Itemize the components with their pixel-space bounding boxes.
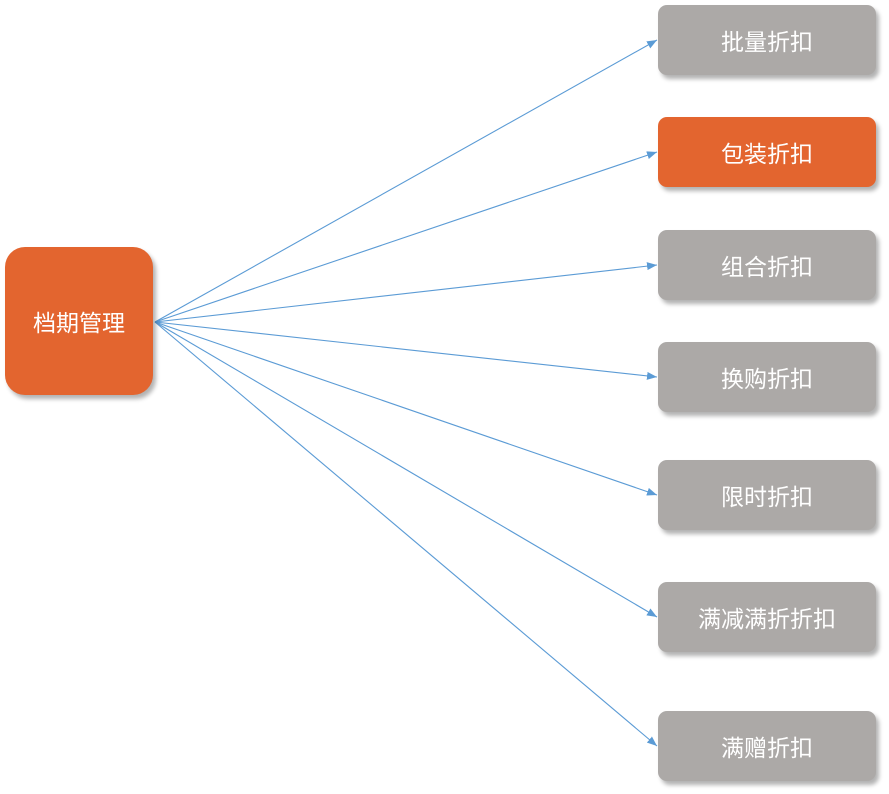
connector-arrow <box>154 151 658 323</box>
child-node-gift-discount[interactable]: 满赠折扣 <box>658 711 876 781</box>
node-label: 组合折扣 <box>721 255 813 281</box>
root-node[interactable]: 档期管理 <box>5 247 153 395</box>
root-node-label: 档期管理 <box>33 311 125 337</box>
child-node-batch-discount[interactable]: 批量折扣 <box>658 5 876 75</box>
child-node-combo-discount[interactable]: 组合折扣 <box>658 230 876 300</box>
child-node-threshold-discount[interactable]: 满减满折折扣 <box>658 582 876 652</box>
node-label: 包装折扣 <box>721 142 813 168</box>
child-node-exchange-discount[interactable]: 换购折扣 <box>658 342 876 412</box>
child-node-package-discount[interactable]: 包装折扣 <box>658 117 876 187</box>
connector-arrow <box>154 321 658 380</box>
connector-arrow <box>154 39 658 323</box>
node-label: 满减满折折扣 <box>698 607 836 633</box>
connector-arrow <box>154 321 658 747</box>
node-label: 满赠折扣 <box>721 736 813 762</box>
node-label: 批量折扣 <box>721 30 813 56</box>
connector-arrow <box>154 321 658 496</box>
connector-arrow <box>154 262 658 323</box>
node-label: 换购折扣 <box>721 367 813 393</box>
child-node-timed-discount[interactable]: 限时折扣 <box>658 460 876 530</box>
connector-arrow <box>154 321 658 618</box>
node-label: 限时折扣 <box>721 485 813 511</box>
